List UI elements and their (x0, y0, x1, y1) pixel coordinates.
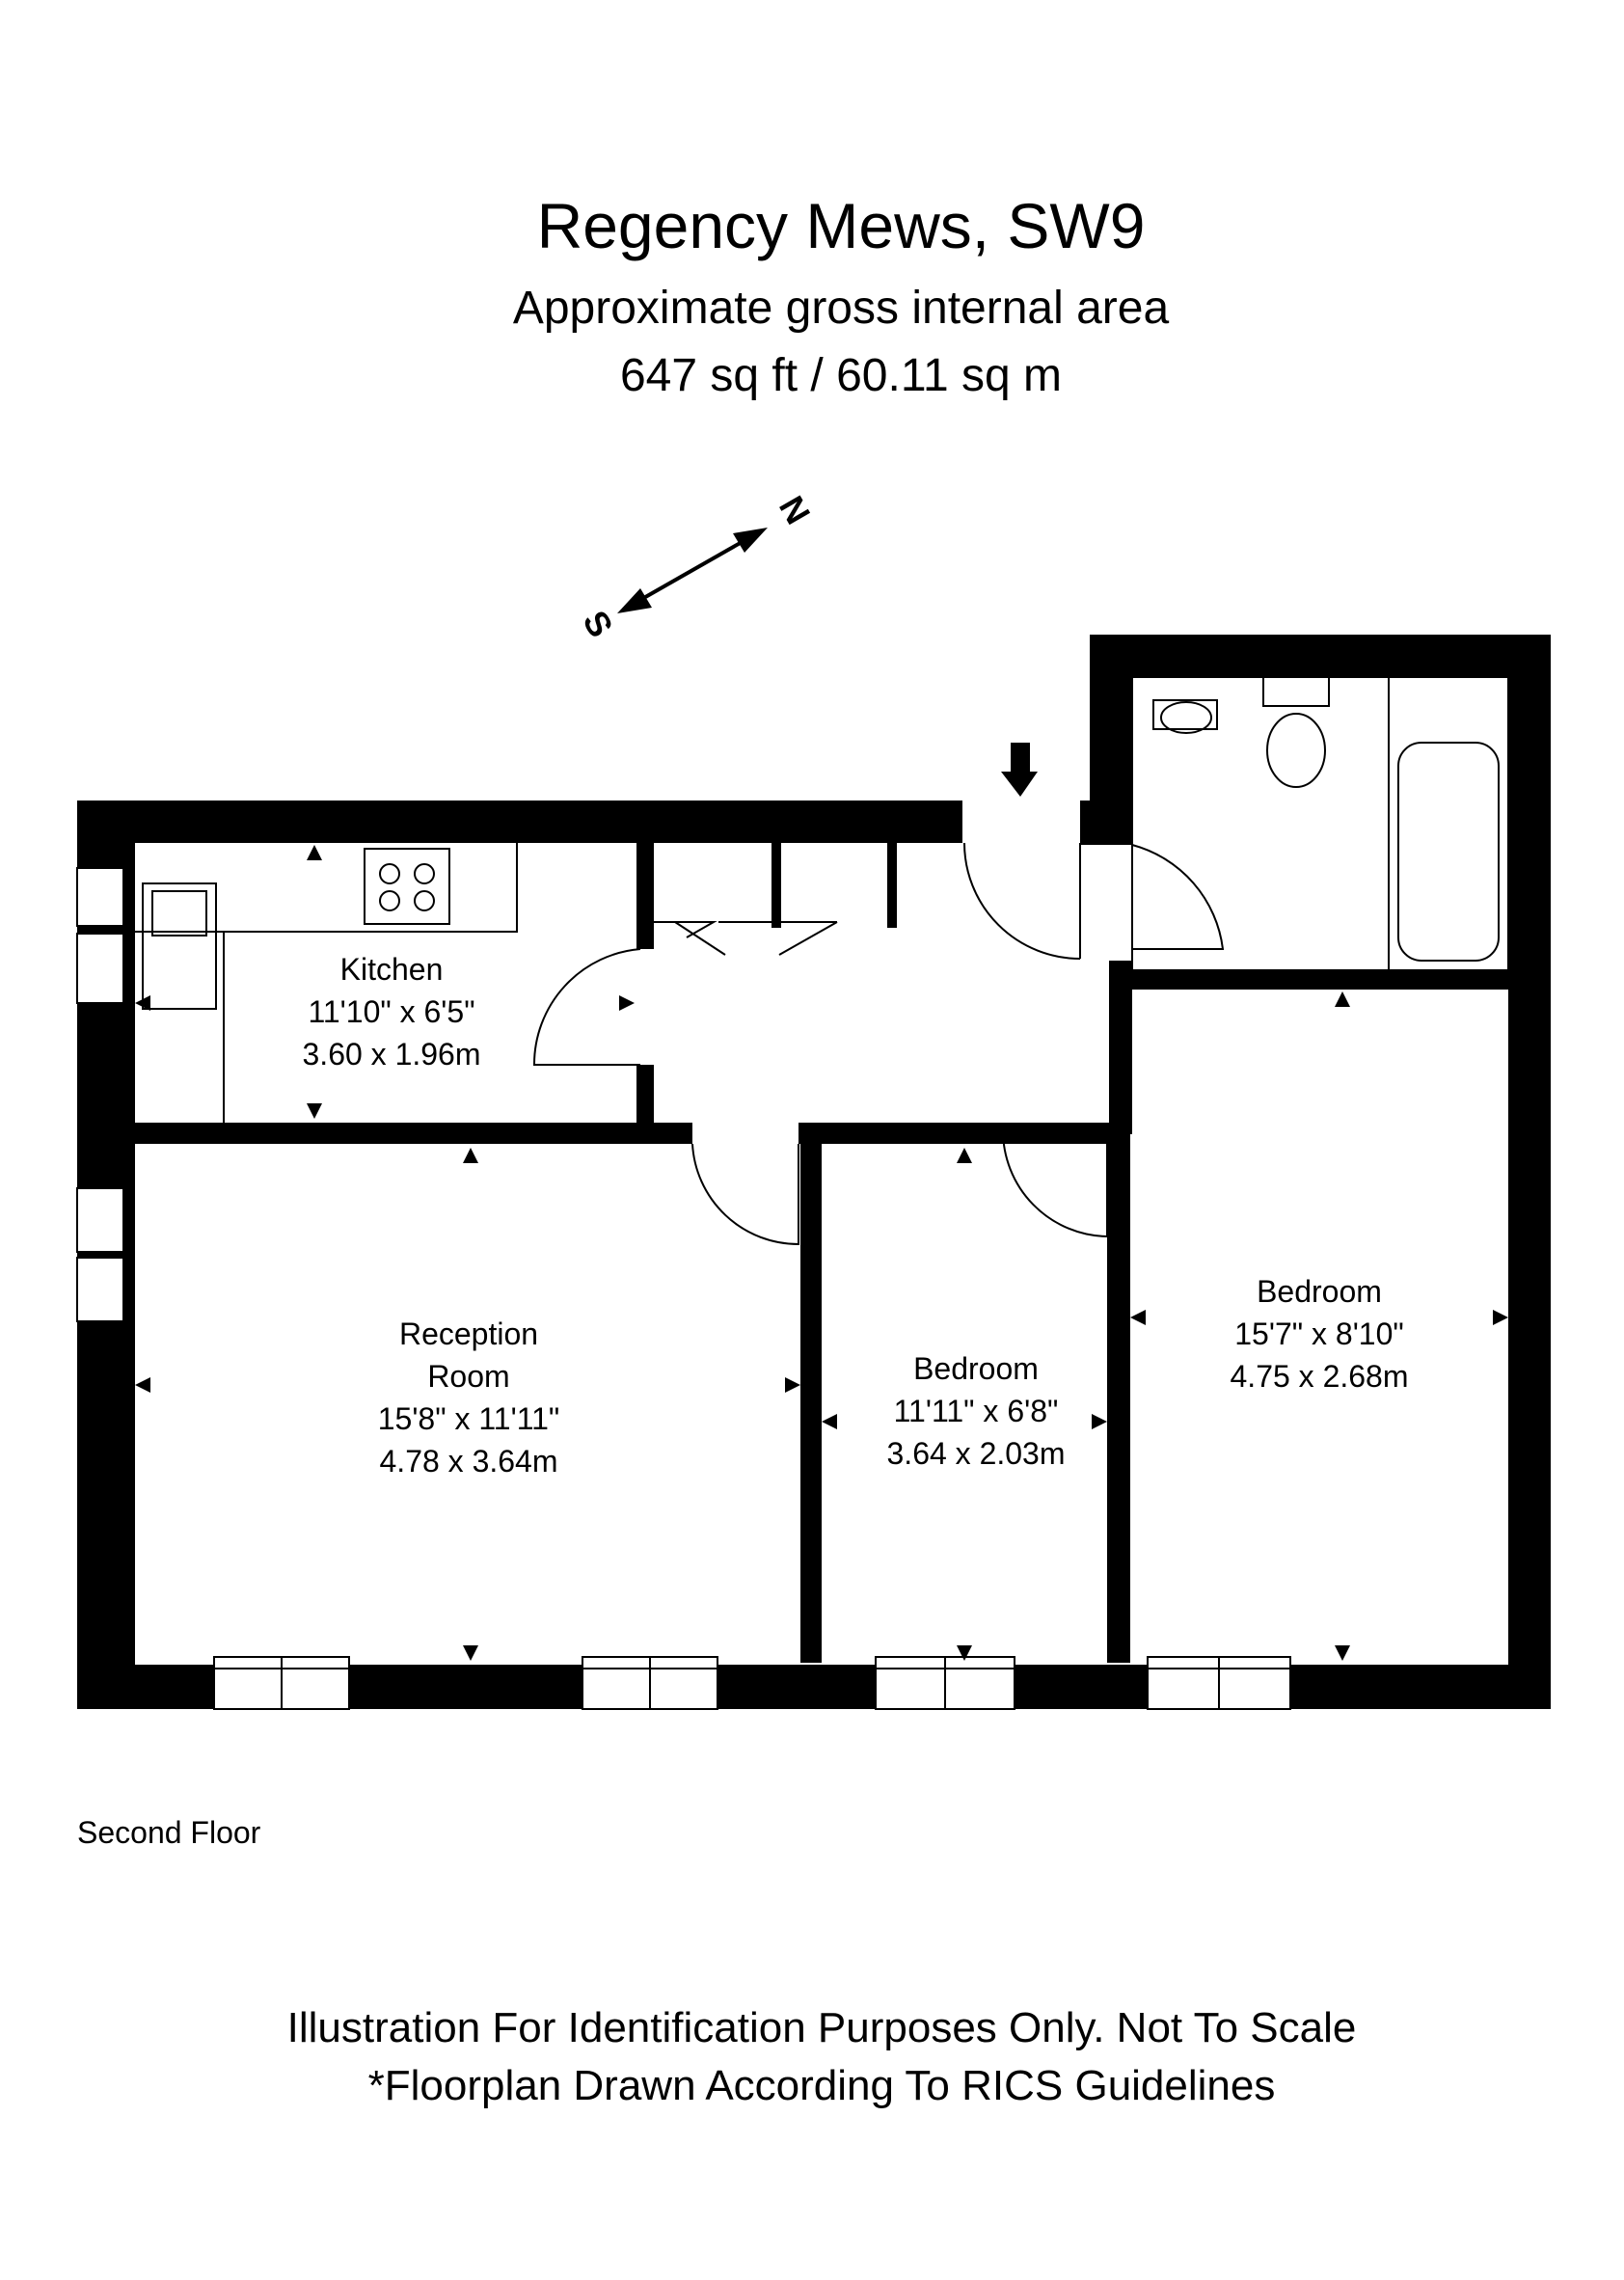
kitchen-door-swing (532, 948, 641, 1066)
bedroom2-imperial: 15'7" x 8'10" (1234, 1316, 1404, 1351)
wall-bedroom-bedroom (1107, 1123, 1130, 1663)
window (76, 867, 124, 927)
bedroom1-metric: 3.64 x 2.03m (887, 1436, 1066, 1471)
wall-top-bath (1090, 635, 1551, 677)
kitchen-sink (142, 882, 217, 1010)
disclaimer-line1: Illustration For Identification Purposes… (286, 2004, 1357, 2051)
bedroom2-name: Bedroom (1257, 1274, 1382, 1309)
window (76, 1257, 124, 1322)
basin (1152, 699, 1218, 730)
cupboard-door-leaves (674, 921, 838, 956)
wall-entry-right (1080, 801, 1117, 845)
disclaimer-line2: *Floorplan Drawn According To RICS Guide… (367, 2062, 1276, 2109)
compass-south-label: S (575, 604, 621, 643)
kitchen-worktop (135, 931, 225, 1123)
wall-hall-bedrooms (798, 1123, 1107, 1144)
kitchen-name: Kitchen (340, 952, 444, 987)
wall-kitchen-hall-bottom (636, 1065, 654, 1132)
kitchen-imperial: 11'10" x 6'5" (308, 994, 474, 1029)
area-value: 647 sq ft / 60.11 sq m (619, 350, 1063, 401)
compass-north-arrowhead (733, 528, 768, 553)
wall-kitchen-hall-top (636, 839, 654, 949)
wall-kitchen-reception (133, 1123, 692, 1144)
kitchen-worktop-top (224, 843, 518, 933)
dimension-arrows (135, 845, 1508, 1661)
compass-south-arrowhead (617, 588, 652, 613)
entry-arrow-shaft (1011, 743, 1030, 777)
bathroom (1131, 676, 1509, 971)
cupboard-divider (771, 843, 781, 928)
doors (532, 842, 1225, 1246)
bedroom2-metric: 4.75 x 2.68m (1231, 1359, 1409, 1394)
kitchen-fittings (135, 843, 518, 1123)
reception-metric: 4.78 x 3.64m (380, 1444, 558, 1479)
reception-door-swing (691, 1143, 799, 1246)
bedroom1-door-swing (1002, 1129, 1108, 1238)
kitchen-metric: 3.60 x 1.96m (303, 1037, 481, 1072)
compass-north-label: N (771, 489, 819, 530)
window (76, 1187, 124, 1253)
wall-right (1508, 635, 1551, 1709)
entry-gap (962, 799, 1080, 847)
compass: N S (575, 489, 818, 643)
bedroom1-imperial: 11'11" x 6'8" (894, 1394, 1059, 1428)
wall-bath-bedroom (1130, 970, 1510, 990)
wall-reception-bedroom (800, 1123, 822, 1663)
area-subtitle: Approximate gross internal area (512, 283, 1170, 334)
kitchen-hob (364, 848, 450, 925)
bath-tub (1388, 676, 1509, 971)
wall-bath-corner (1109, 961, 1132, 984)
wall-hall-bed2 (1109, 961, 1132, 1134)
bedroom1-name: Bedroom (913, 1351, 1039, 1386)
cupboard-right (887, 843, 897, 928)
compass-line (626, 531, 758, 610)
entry-arrow-head (1001, 772, 1038, 797)
floor-label: Second Floor (77, 1815, 261, 1850)
entry-door-swing (963, 842, 1081, 960)
wall-top-left (77, 801, 962, 843)
reception-name-line1: Reception (399, 1316, 538, 1351)
toilet-cistern (1262, 676, 1330, 707)
reception-imperial: 15'8" x 11'11" (378, 1401, 560, 1436)
plan-title: Regency Mews, SW9 (536, 190, 1146, 261)
toilet-bowl (1266, 713, 1326, 788)
window (76, 933, 124, 1004)
reception-name-line2: Room (427, 1359, 509, 1394)
windows (76, 867, 1291, 1710)
cupboard-doors (652, 921, 781, 938)
bathroom-fittings (1131, 676, 1509, 971)
walls (77, 635, 1551, 1709)
room-labels: Kitchen 11'10" x 6'5" 3.60 x 1.96m Recep… (303, 952, 1409, 1479)
bathroom-door-swing (1131, 844, 1225, 950)
